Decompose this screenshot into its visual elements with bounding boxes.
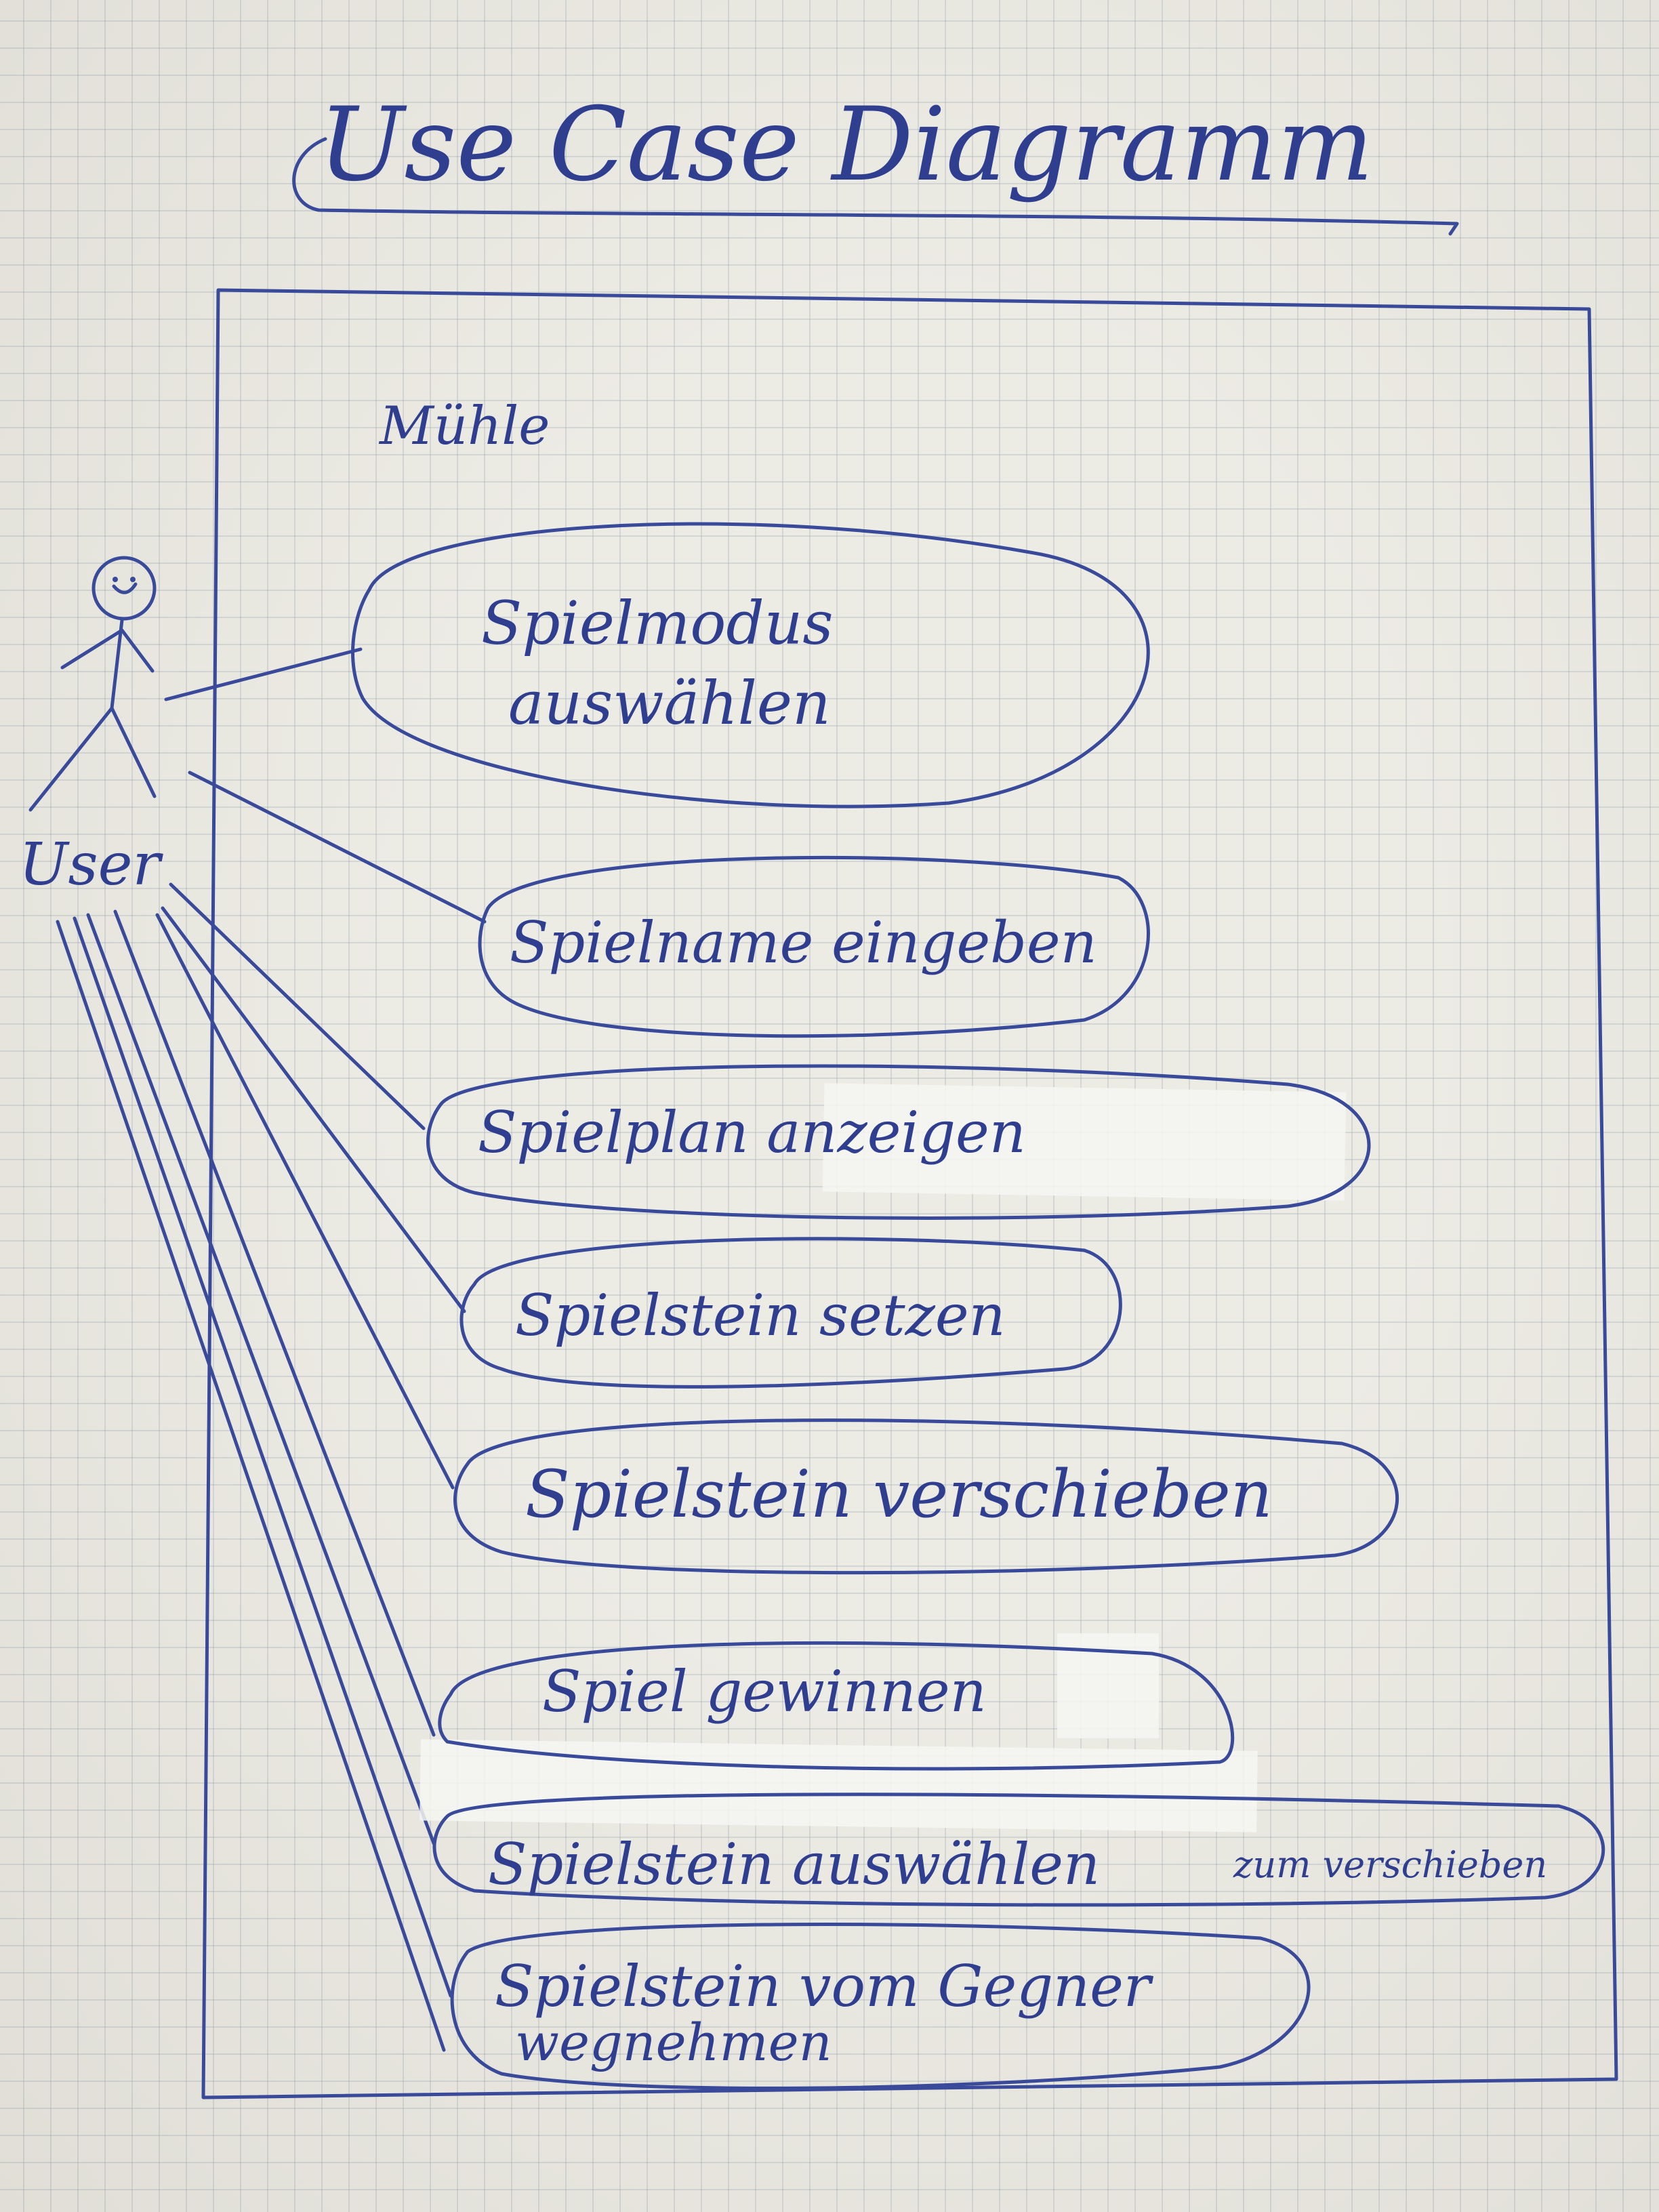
use-case-label: auswählen: [508, 668, 831, 738]
use-case-verschieben: Spielstein verschieben: [453, 1418, 1399, 1575]
use-case-label-small: zum verschieben: [1233, 1843, 1547, 1886]
use-case-label: Spielplan anzeigen: [478, 1099, 1026, 1166]
system-boundary: [201, 288, 1618, 2100]
actor-label: User: [19, 831, 164, 899]
title-underline: [292, 137, 1459, 236]
use-case-gewinnen: Spiel gewinnen: [438, 1641, 1235, 1771]
system-boundary-label: Mühle: [378, 396, 550, 457]
use-case-label: wegnehmen: [515, 2012, 832, 2072]
use-case-label: Spielstein setzen: [515, 1282, 1006, 1349]
use-case-label: Spielstein verschieben: [525, 1456, 1273, 1532]
use-case-label: Spielname eingeben: [510, 909, 1097, 976]
use-case-label: Spiel gewinnen: [542, 1658, 987, 1725]
association-lines: [56, 647, 487, 2052]
use-case-label: Spielmodus: [481, 588, 834, 658]
stick-figure-icon: [28, 556, 157, 812]
use-case-spielmodus: Spielmodus auswählen: [351, 522, 1150, 808]
use-case-wegnehmen: Spielstein vom Gegner wegnehmen: [450, 1923, 1311, 2090]
use-case-auswaehlen: Spielstein auswählen zum verschieben: [432, 1793, 1605, 1907]
use-case-spielname: Spielname eingeben: [478, 855, 1150, 1038]
use-case-spielplan: Spielplan anzeigen: [426, 1064, 1371, 1220]
use-case-setzen: Spielstein setzen: [459, 1237, 1122, 1389]
use-case-label: Spielstein vom Gegner: [495, 1953, 1154, 2020]
use-case-label: Spielstein auswählen: [488, 1831, 1100, 1898]
diagram-title: Use Case Diagramm: [319, 86, 1374, 204]
